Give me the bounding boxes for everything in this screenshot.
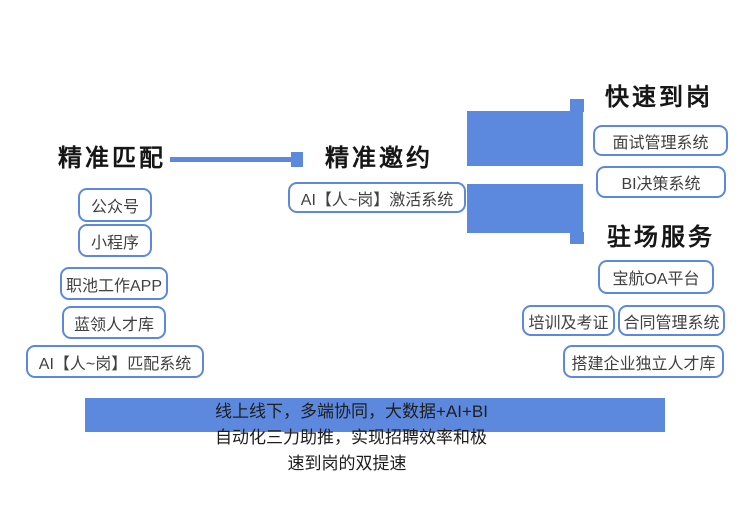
node-interview-management-system: 面试管理系统	[593, 125, 728, 156]
right-arrow-shaft	[170, 157, 292, 162]
stage-title-onsite-service: 驻场服务	[607, 224, 715, 251]
node-bi-decision-system: BI决策系统	[596, 166, 726, 198]
node-zhichi-work-app: 职池工作APP	[60, 267, 168, 300]
banner-line-2: 自动化三力助推，实现招聘效率和极	[215, 428, 487, 447]
node-enterprise-independent-talent-pool: 搭建企业独立人才库	[563, 345, 724, 378]
bottom-banner-bar	[85, 398, 665, 432]
node-training-and-certification: 培训及考证	[522, 305, 615, 336]
node-mini-program: 小程序	[78, 224, 152, 257]
node-blue-collar-talent-pool: 蓝领人才库	[62, 306, 166, 339]
right-arrow-head-icon	[291, 152, 303, 167]
flow-block-to-onboarding	[467, 111, 583, 166]
stage-title-fast-onboarding: 快速到岗	[605, 84, 713, 111]
node-ai-person-post-activation-system: AI【人~岗】激活系统	[288, 182, 466, 213]
node-baohang-oa-platform: 宝航OA平台	[598, 260, 714, 294]
flow-block-up-arrowhead-icon	[570, 99, 584, 112]
node-ai-person-post-matching-system: AI【人~岗】匹配系统	[26, 345, 204, 378]
node-public-account: 公众号	[78, 188, 152, 222]
bottom-banner-text: 线上线下，多端协同，大数据+AI+BI 自动化三力助推，实现招聘效率和极 速到岗…	[215, 399, 488, 477]
flow-block-down-arrowhead-icon	[570, 232, 584, 244]
stage-title-precise-matching: 精准匹配	[58, 145, 166, 172]
stage-title-precise-invitation: 精准邀约	[325, 145, 433, 172]
banner-line-3: 速到岗的双提速	[287, 454, 407, 473]
banner-line-1: 线上线下，多端协同，大数据+AI+BI	[215, 402, 488, 421]
flow-block-to-onsite	[467, 184, 583, 233]
node-contract-management-system: 合同管理系统	[618, 305, 725, 336]
